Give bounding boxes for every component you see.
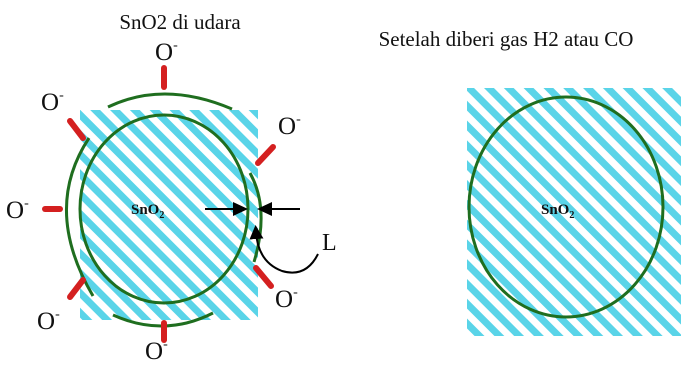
right-grain-boundary [467, 95, 665, 319]
oxygen-ion-top: O- [155, 38, 178, 66]
right-panel: Setelah diberi gas H2 atau CO SnO2 [379, 27, 681, 336]
left-sno2-grain [80, 110, 258, 320]
oxygen-bond-bottom-left [67, 277, 86, 300]
oxygen-ion-bottom-right: O- [275, 285, 298, 313]
oxygen-bond-bottom-right [253, 265, 274, 289]
oxygen-ions: O- O- O- O- O- O- O- [6, 38, 301, 365]
oxygen-ion-left: O- [6, 196, 29, 224]
left-panel: SnO2 di udara O- O- [6, 10, 337, 365]
oxygen-ion-top-left: O- [41, 88, 64, 116]
depletion-width-arrows [205, 202, 300, 216]
outer-arc-left [65, 137, 95, 297]
oxygen-bond-top-left [67, 118, 86, 141]
right-core-label: SnO2 [541, 202, 574, 221]
depletion-arrowhead-right [257, 202, 272, 216]
outer-arc-right [248, 172, 263, 263]
oxygen-ion-bottom-left: O- [37, 307, 60, 335]
width-label: L [322, 230, 337, 256]
outer-arc-top [107, 92, 233, 111]
oxygen-ion-bottom: O- [145, 337, 168, 365]
width-pointer-arrow [249, 225, 319, 274]
oxygen-bond-top-right [255, 144, 276, 166]
left-core-label: SnO2 [131, 202, 164, 221]
oxygen-ion-top-right: O- [278, 112, 301, 140]
depletion-arrowhead-left [233, 202, 248, 216]
left-panel-title: SnO2 di udara [119, 10, 241, 34]
right-panel-title: Setelah diberi gas H2 atau CO [379, 27, 634, 51]
oxygen-bonds [42, 65, 276, 343]
right-sno2-grain [467, 88, 681, 336]
